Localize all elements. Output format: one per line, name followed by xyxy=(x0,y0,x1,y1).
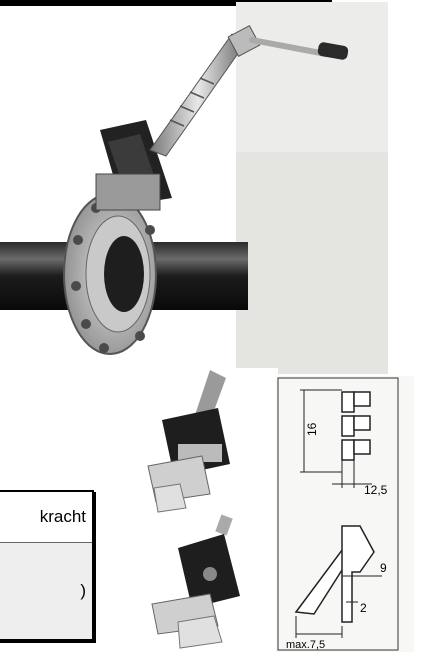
pipe-flange-tool-photo xyxy=(0,2,388,374)
max-label: max.7,5 xyxy=(286,639,325,651)
gap-label: 9 xyxy=(380,561,387,575)
jaw-dimension-drawing: 16 12,5 9 2 max.7,5 xyxy=(276,376,414,652)
tip-label: 2 xyxy=(360,601,367,615)
width-top-label: 12,5 xyxy=(364,483,388,497)
spec-table: kracht ) xyxy=(0,490,94,641)
jaw-closeup-photo xyxy=(118,368,278,653)
top-rule xyxy=(0,0,332,6)
height-label: 16 xyxy=(305,422,319,436)
table-header-cell: kracht xyxy=(0,490,94,543)
table-cell: ) xyxy=(0,542,94,641)
table-row: ) xyxy=(0,542,94,641)
table-header-row: kracht xyxy=(0,490,94,543)
